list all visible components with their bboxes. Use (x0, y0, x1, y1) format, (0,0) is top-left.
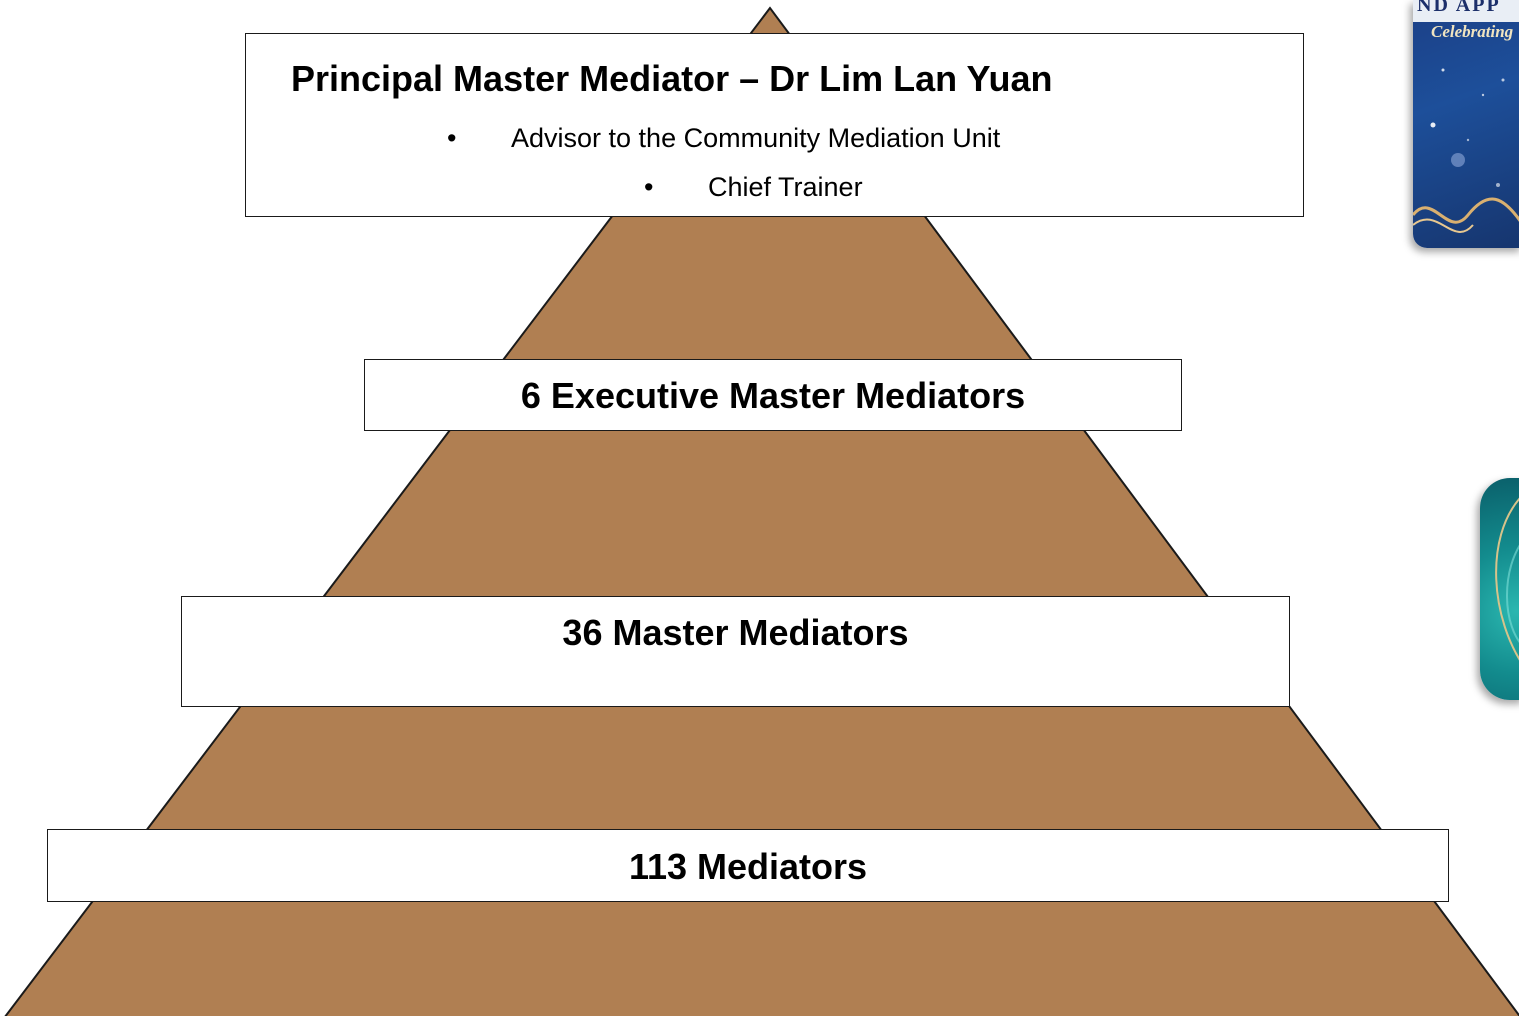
teal-poster-swirl (1495, 497, 1519, 661)
poster-header-text: ND APP (1417, 0, 1501, 16)
bullet-dot: • (644, 172, 654, 202)
level-mediators-title: 113 Mediators (628, 846, 868, 887)
level-principal-title: Principal Master Mediator – Dr Lim Lan Y… (291, 58, 1053, 99)
celebration-poster-thumbnail: ND APP Celebrating (1413, 0, 1519, 248)
poster-sparkles (1413, 68, 1519, 233)
bullet-dot: • (447, 123, 457, 153)
level-mediators-box: 113 Mediators (47, 829, 1449, 902)
level-master-box: 36 Master Mediators (181, 596, 1290, 707)
level-principal-box: Principal Master Mediator – Dr Lim Lan Y… (245, 33, 1304, 217)
level-executive-title: 6 Executive Master Mediators (520, 375, 1026, 416)
bullet-item: • Advisor to the Community Mediation Uni… (447, 123, 1001, 153)
teal-poster-thumbnail (1480, 478, 1519, 700)
poster-header: ND APP (1413, 0, 1519, 22)
level-executive-box: 6 Executive Master Mediators (364, 359, 1182, 431)
level-master-title: 36 Master Mediators (562, 612, 909, 653)
bullet-text: Advisor to the Community Mediation Unit (511, 123, 1001, 153)
poster-script-text: Celebrating (1431, 22, 1514, 41)
bullet-text: Chief Trainer (708, 172, 863, 202)
bullet-item: • Chief Trainer (644, 172, 863, 202)
